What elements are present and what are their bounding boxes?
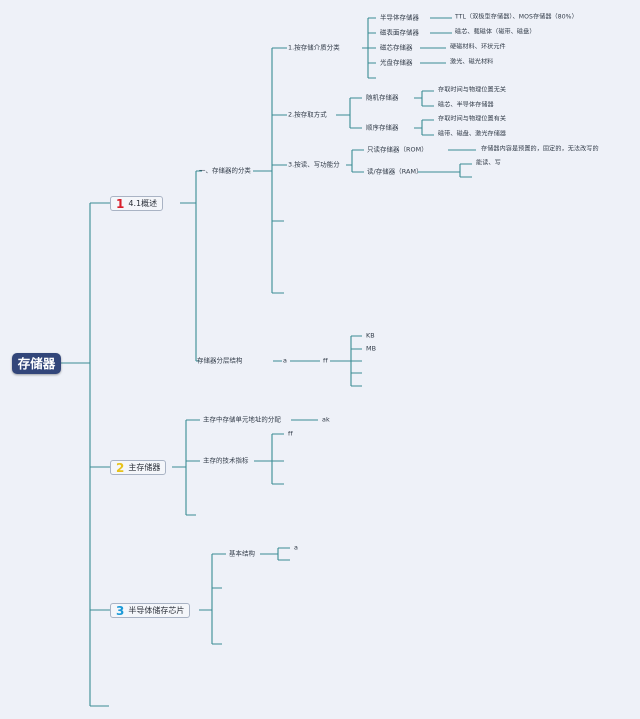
branch-overview[interactable]: 1 4.1概述	[110, 196, 164, 211]
branch-label: 半导体储存芯片	[128, 606, 185, 615]
node-classification[interactable]: 一、存储器的分类	[199, 166, 251, 175]
branch-main-memory[interactable]: 2 主存储器	[110, 460, 167, 475]
branch-number: 3	[116, 603, 125, 618]
node-sequential-example: 磁带、磁盘、激光存储器	[438, 130, 507, 138]
node-sequential-memory[interactable]: 顺序存储器	[366, 123, 399, 132]
node-rom[interactable]: 只读存储器（ROM）	[367, 145, 428, 154]
node-medium-desc: 激光、磁光材料	[450, 58, 494, 66]
branch-number: 1	[116, 196, 125, 211]
branch-number: 2	[116, 460, 125, 475]
node-random-example: 磁芯、半导体存储器	[438, 101, 494, 109]
node-by-access[interactable]: 2.按存取方式	[288, 110, 327, 119]
node-technical-indicators[interactable]: 主存的技术指标	[203, 456, 249, 465]
node-address-child[interactable]: ak	[322, 415, 330, 424]
node-hierarchy[interactable]: 存储器分层结构	[197, 356, 243, 365]
node-by-medium[interactable]: 1.按存储介质分类	[288, 43, 340, 52]
node-medium-item[interactable]: 光盘存储器	[380, 58, 413, 67]
node-hierarchy-ff[interactable]: ff	[323, 356, 328, 365]
node-random-memory[interactable]: 随机存储器	[366, 93, 399, 102]
root-node[interactable]: 存储器	[12, 353, 61, 374]
node-hierarchy-a[interactable]: a	[283, 356, 288, 365]
branch-label: 主存储器	[128, 463, 161, 472]
node-ram[interactable]: 读/存储器（RAM）	[367, 167, 423, 176]
node-address-allocation[interactable]: 主存中存储单元地址的分配	[203, 415, 281, 424]
node-medium-desc: 磁芯、载磁体（磁带、磁盘）	[455, 28, 536, 36]
node-medium-desc: 硬磁材料、环状元件	[450, 43, 506, 51]
node-by-rw[interactable]: 3.按读、写功能分	[288, 160, 340, 169]
node-medium-item[interactable]: 磁表面存储器	[380, 28, 419, 37]
node-basic-child[interactable]: a	[294, 543, 299, 552]
branch-label: 4.1概述	[128, 199, 158, 208]
node-rom-desc: 存储器内容是预置的，固定的，无法改写的	[481, 145, 599, 153]
branch-semiconductor-chip[interactable]: 3 半导体储存芯片	[110, 603, 191, 618]
node-medium-item[interactable]: 半导体存储器	[380, 13, 419, 22]
node-medium-desc: TTL（双极型存储器）、MOS存储器（80%）	[455, 13, 578, 21]
node-hierarchy-mb[interactable]: MB	[366, 344, 377, 353]
node-sequential-desc: 存取时间与物理位置有关	[438, 115, 507, 123]
node-medium-item[interactable]: 磁芯存储器	[380, 43, 413, 52]
node-ram-desc: 能读、写	[476, 159, 501, 167]
node-random-desc: 存取时间与物理位置无关	[438, 86, 507, 94]
node-tech-child[interactable]: ff	[288, 429, 293, 438]
node-basic-structure[interactable]: 基本结构	[229, 549, 255, 558]
node-hierarchy-kb[interactable]: KB	[366, 331, 375, 340]
